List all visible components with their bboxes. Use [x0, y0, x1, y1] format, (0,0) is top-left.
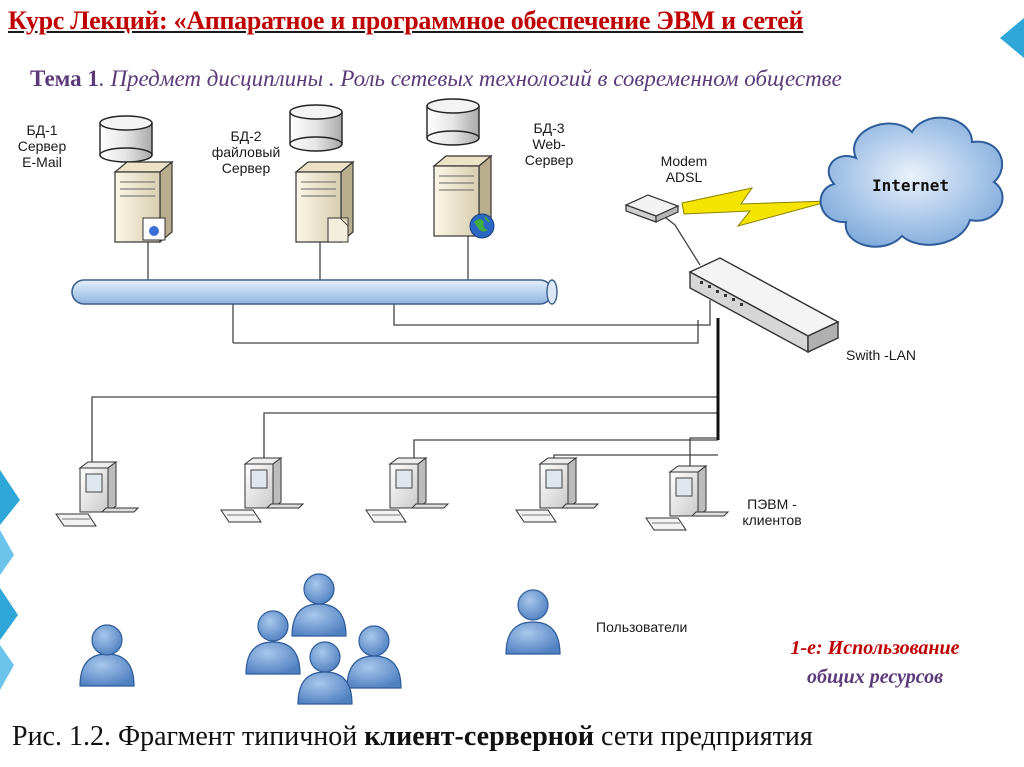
- workstation-icon: [645, 465, 730, 531]
- user-figure-icon: [291, 573, 347, 637]
- lan-switch-icon: [688, 257, 840, 354]
- switch-label: Swith -LAN: [846, 347, 917, 363]
- globe-badge-icon: [469, 213, 495, 239]
- web-server: [426, 98, 495, 239]
- workstation-icon: [515, 457, 600, 523]
- network-cables: [91, 206, 718, 474]
- note-line-1: 1-е: Использование: [790, 637, 960, 659]
- user-figure-icon: [297, 641, 353, 705]
- server-label-line: БД-3: [533, 120, 565, 136]
- slide-title: Курс Лекций: «Аппаратное и программное о…: [8, 6, 804, 35]
- internet-label: Internet: [872, 176, 950, 195]
- caption-bold: клиент-серверной: [364, 721, 595, 752]
- clients-label-line: клиентов: [742, 512, 802, 528]
- client-workstation: [220, 457, 305, 523]
- server-label-file: БД-2 файловый Сервер: [205, 128, 287, 176]
- modem-label-line: Modem: [660, 153, 708, 169]
- file-server: [289, 104, 355, 244]
- server-label-line: БД-2: [230, 128, 262, 144]
- clients-label: ПЭВМ - клиентов: [730, 496, 814, 528]
- server-label-line: Сервер: [17, 138, 67, 154]
- caption-prefix: Рис. 1.2. Фрагмент типичной: [12, 721, 365, 752]
- corner-accent: [1000, 18, 1024, 58]
- note-line-2: общих ресурсов: [806, 666, 944, 688]
- topic-number: Тема 1: [30, 66, 99, 91]
- server-label-web: БД-3 Web- Сервер: [514, 120, 584, 168]
- client-workstation: [515, 457, 600, 523]
- shared-resources-note: 1-е: Использование общих ресурсов: [750, 634, 1000, 692]
- workstation-icon: [220, 457, 305, 523]
- database-icon: [426, 98, 480, 146]
- mail-badge-icon: [142, 217, 166, 241]
- server-label-line: Сервер: [524, 152, 574, 168]
- workstation-icon: [365, 457, 450, 523]
- server-label-mail: БД-1 Сервер E-Mail: [10, 122, 74, 170]
- modem-icon: [624, 194, 680, 223]
- database-icon: [99, 115, 153, 163]
- mail-server: [99, 115, 174, 244]
- clients-label-line: ПЭВМ -: [747, 496, 797, 512]
- users-label: Пользователи: [596, 619, 688, 635]
- modem-label: Modem ADSL: [648, 153, 720, 185]
- client-workstation: [365, 457, 450, 523]
- server-label-line: БД-1: [26, 122, 58, 138]
- topic-subject: . Предмет дисциплины . Роль сетевых техн…: [98, 66, 842, 91]
- server-tower-icon: [113, 160, 174, 244]
- slide-accent-bar: [0, 470, 20, 690]
- figure-caption: Рис. 1.2. Фрагмент типичной клиент-серве…: [12, 721, 813, 753]
- user-figure-icon: [79, 624, 135, 687]
- modem-label-line: ADSL: [665, 169, 703, 185]
- internet-cloud-icon: [819, 116, 1004, 248]
- lightning-bolt-icon: [681, 187, 831, 227]
- folder-badge-icon: [327, 217, 349, 243]
- topic-heading: Тема 1. Предмет дисциплины . Роль сетевы…: [30, 66, 842, 92]
- network-bus: [71, 279, 558, 305]
- server-label-line: файловый: [211, 144, 281, 160]
- user-figure-icon: [245, 610, 301, 675]
- server-label-line: E-Mail: [22, 154, 62, 170]
- client-workstation: [645, 465, 730, 531]
- server-label-line: Сервер: [221, 160, 271, 176]
- server-label-line: Web-: [532, 136, 566, 152]
- user-figure-icon: [505, 589, 561, 655]
- database-icon: [289, 104, 343, 152]
- client-workstation: [55, 461, 140, 527]
- caption-suffix: сети предприятия: [594, 721, 813, 752]
- workstation-icon: [55, 461, 140, 527]
- user-figure-icon: [346, 625, 402, 689]
